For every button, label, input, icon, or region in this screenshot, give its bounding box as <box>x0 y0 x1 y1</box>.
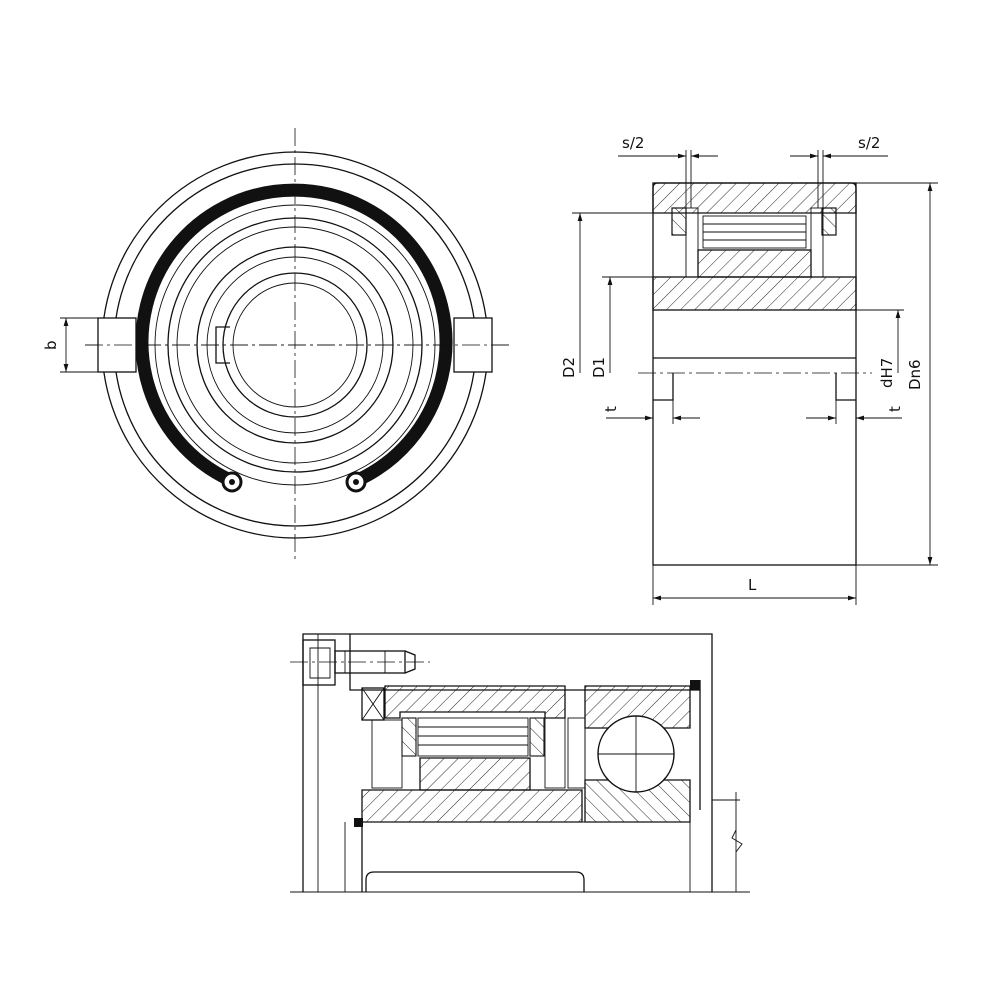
dim-s-half-left: s/2 <box>622 134 644 152</box>
assembly-cage-right <box>529 717 545 757</box>
keyway-step-left <box>653 373 674 401</box>
circlip <box>135 183 453 486</box>
cage-left <box>671 207 687 236</box>
keyway-step-right <box>835 373 856 401</box>
dim-D2: D2 <box>560 357 578 378</box>
circlip-hole-left <box>229 479 235 485</box>
cover-plate <box>349 634 701 691</box>
dim-L: L <box>748 576 757 594</box>
break-symbol <box>731 829 743 853</box>
bearing-spacer <box>567 717 586 789</box>
dim-D1: D1 <box>590 357 608 378</box>
dim-dH7: dH7 <box>878 358 896 388</box>
assembly-right-collar <box>544 717 566 789</box>
seal-bottom <box>354 818 363 827</box>
freewheel-race <box>419 757 531 791</box>
assembly-view <box>290 633 750 893</box>
freewheel-outer-ring <box>384 685 566 719</box>
side-view: s/2 s/2 D2 D1 t t dH7 Dn6 <box>560 134 938 605</box>
housing-frame <box>302 633 713 892</box>
front-view: b <box>42 128 512 562</box>
inner-ring-section <box>652 276 857 311</box>
dim-b-label: b <box>42 340 60 350</box>
outer-ring-section <box>652 182 857 214</box>
circlip-hole-right <box>353 479 359 485</box>
spacer-x2 <box>361 687 385 721</box>
dim-t-left: t <box>602 406 620 412</box>
inner-ring-race <box>697 249 812 278</box>
bolt-head-socket <box>309 647 331 679</box>
side-plate-left <box>685 207 699 278</box>
seal-top <box>690 680 700 690</box>
freewheel-inner-ring <box>361 789 583 823</box>
assembly-cage-left <box>401 717 417 757</box>
dim-t-right: t <box>886 406 904 412</box>
dim-Dn6: Dn6 <box>906 359 924 390</box>
assembly-left-collar <box>371 719 403 789</box>
dim-s-half-right: s/2 <box>858 134 880 152</box>
cage-right <box>821 207 837 236</box>
assembly-needle-roller <box>417 717 529 757</box>
shaft-keyway-profile <box>365 871 585 892</box>
side-plate-right <box>810 207 824 278</box>
